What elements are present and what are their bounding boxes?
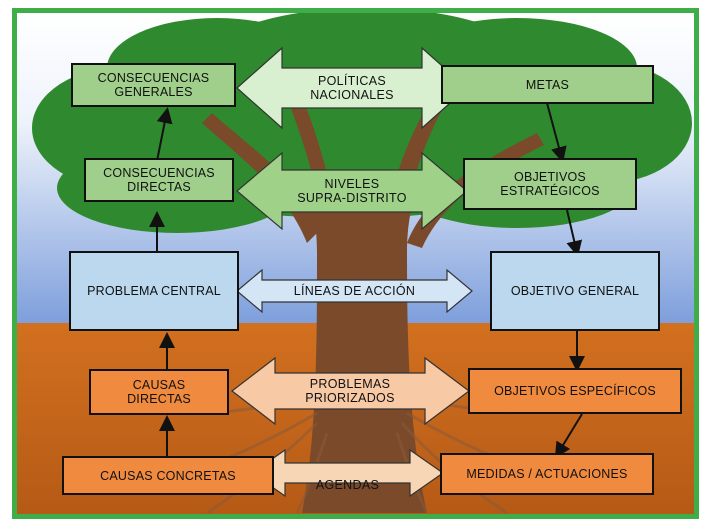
connector-objetivos-estrategicos-down <box>566 209 583 257</box>
box-objetivos-especificos: OBJETIVOS ESPECÍFICOS <box>468 368 682 414</box>
label-lineas-de-accion: LÍNEAS DE ACCIÓN <box>293 284 416 298</box>
label-politicas-nacionales: POLÍTICAS NACIONALES <box>310 74 394 102</box>
box-problema-central: PROBLEMA CENTRAL <box>69 251 239 331</box>
arrow-lineas <box>236 268 473 314</box>
box-objetivos-estrategicos: OBJETIVOS ESTRATÉGICOS <box>463 158 637 210</box>
box-consecuencias-generales: CONSECUENCIAS GENERALES <box>71 63 236 107</box>
box-causas-directas: CAUSAS DIRECTAS <box>89 369 229 415</box>
diagram-frame: CONSECUENCIAS GENERALES CONSECUENCIAS DI… <box>12 8 699 519</box>
connector-consecuencias-directas-up <box>156 107 173 162</box>
box-causas-concretas: CAUSAS CONCRETAS <box>62 456 274 495</box>
label-problemas-priorizados: PROBLEMAS PRIORIZADOS <box>305 377 395 405</box>
box-medidas-actuaciones: MEDIDAS / ACTUACIONES <box>440 453 654 495</box>
box-objetivo-general: OBJETIVO GENERAL <box>490 251 660 331</box>
label-agendas: AGENDAS <box>315 478 380 492</box>
label-niveles-supra-distrito: NIVELES SUPRA-DISTRITO <box>297 177 407 205</box>
trunk <box>302 193 427 513</box>
connector-metas-down <box>546 102 567 163</box>
tree-scene: CONSECUENCIAS GENERALES CONSECUENCIAS DI… <box>17 13 694 514</box>
box-metas: METAS <box>441 65 654 104</box>
connector-objetivos-especificos-down <box>554 413 583 459</box>
box-consecuencias-directas: CONSECUENCIAS DIRECTAS <box>84 158 234 202</box>
